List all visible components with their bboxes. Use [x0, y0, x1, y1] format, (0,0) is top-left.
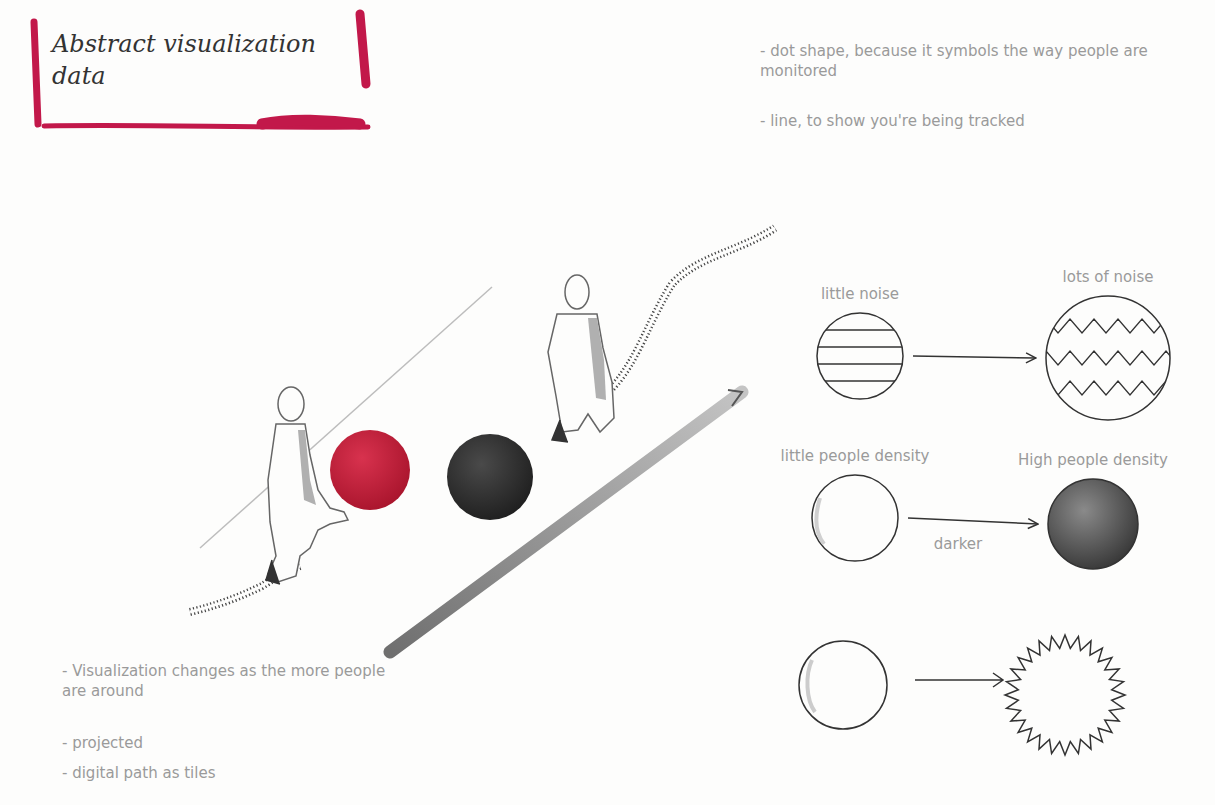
sketch-note: - digital path as tiles	[62, 764, 402, 784]
person-figure-left	[298, 430, 316, 505]
circle-outline	[1044, 294, 1172, 422]
person-figure-right	[565, 275, 589, 309]
sketch-note: - line, to show you're being tracked	[760, 112, 1190, 132]
person-figure-right	[588, 318, 606, 400]
edge-label: darker	[931, 535, 985, 553]
state-label: little people density	[781, 447, 930, 465]
tracking-lines	[612, 228, 775, 388]
shape-change-example	[915, 673, 1003, 687]
circle-pattern	[1046, 319, 1172, 395]
sketch-note: - Visualization changes as the more peop…	[62, 662, 402, 701]
circle-outline	[815, 311, 905, 401]
person-figure-left	[268, 424, 348, 582]
circle-outline	[1046, 477, 1140, 571]
tracking-lines	[728, 390, 742, 406]
visual-state-circle: little people density	[810, 473, 900, 563]
title-frame	[34, 22, 38, 124]
tracking-lines	[200, 287, 492, 548]
visual-state-circle: little noise	[815, 311, 905, 401]
state-label: High people density	[1018, 451, 1168, 469]
visual-state-circle: lots of noise	[1044, 294, 1172, 422]
person-figure-right	[548, 314, 614, 432]
sketch-note: - dot shape, because it symbols the way …	[760, 42, 1190, 81]
circle-shape	[817, 313, 903, 399]
change-arrow	[913, 356, 1036, 358]
change-arrow	[908, 518, 1038, 524]
person-figure-right	[552, 420, 568, 442]
state-label: lots of noise	[1063, 268, 1154, 286]
dense-circle	[1048, 479, 1138, 569]
state-label: little noise	[821, 285, 899, 303]
shape-change-example	[799, 635, 1125, 755]
shape-change-example	[799, 641, 887, 729]
person-figure-left	[278, 387, 304, 421]
tracking-dots	[447, 434, 533, 520]
tracking-dots	[330, 430, 410, 510]
circle-pattern	[818, 330, 902, 381]
circle-shape	[812, 475, 898, 561]
sketch-title: Abstract visualization data	[52, 28, 352, 93]
title-frame	[262, 120, 360, 124]
title-frame	[34, 14, 368, 127]
tracking-lines	[612, 228, 775, 388]
shape-change-example	[807, 660, 815, 712]
visual-state-circle: High people density	[1046, 477, 1140, 571]
circle-pattern	[817, 498, 824, 544]
person-figure-right	[548, 275, 614, 442]
circle-outline	[810, 473, 900, 563]
title-frame	[360, 14, 366, 84]
shape-change-example	[1005, 635, 1125, 755]
sketch-note: - projected	[62, 734, 402, 754]
person-figure-left	[266, 387, 348, 584]
tracking-lines	[190, 228, 775, 652]
person-figure-left	[266, 560, 280, 584]
tracking-dots	[330, 430, 533, 520]
